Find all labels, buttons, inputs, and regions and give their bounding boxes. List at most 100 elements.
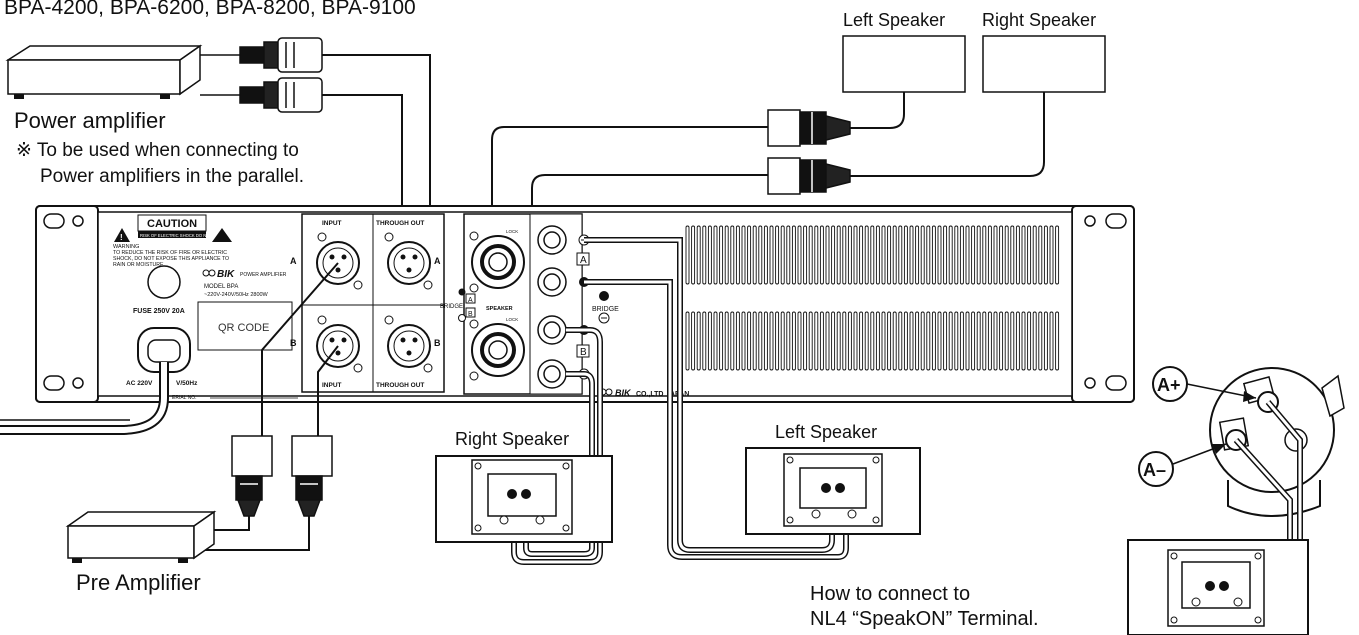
nl4-line2: NL4 “SpeakON” Terminal. (810, 608, 1039, 630)
vent-slot (920, 225, 925, 285)
vent-slot (859, 225, 864, 285)
vent-slot (769, 225, 774, 285)
vent-slot (735, 311, 740, 371)
terminal-b-marker: B (580, 347, 587, 358)
vent-slot (819, 225, 824, 285)
power-amp-xlr-plugs (200, 37, 323, 113)
vent-slot (853, 311, 858, 371)
vent-slot (982, 311, 987, 371)
pre-amp-cable-a (200, 516, 250, 531)
vent-slot (948, 225, 953, 285)
vent-slot (713, 311, 718, 371)
nl4-speaker-box (1127, 539, 1309, 635)
vent-slot (887, 311, 892, 371)
vent-slot (971, 225, 976, 285)
vent-slot (747, 311, 752, 371)
speakon-cable-b (531, 174, 768, 330)
a-plus-label: A+ (1157, 375, 1181, 395)
vent-slot (1055, 311, 1060, 371)
vent-slot (976, 311, 981, 371)
vent-slot (730, 225, 735, 285)
vent-slot (836, 225, 841, 285)
vent-slot (786, 311, 791, 371)
vent-slot (752, 225, 757, 285)
vent-slot (993, 311, 998, 371)
vent-slot (1004, 311, 1009, 371)
speakon-jacks (469, 231, 525, 381)
xlr-pins (329, 254, 418, 356)
spec-text: ~220V-240V/50Hz 2800W (204, 292, 269, 298)
brand-footer-company: CO.,LTD (636, 391, 663, 398)
vent-slot (881, 311, 886, 371)
speakon-cable-right-top (850, 92, 1045, 177)
vent-slot (1032, 225, 1037, 285)
left-speaker-top-box (842, 35, 966, 93)
brand-block: BIK POWER AMPLIFIER MODEL BPA ~220V-240V… (197, 269, 293, 351)
vent-slot (976, 225, 981, 285)
vent-slot (814, 311, 819, 371)
vent-slot (836, 311, 841, 371)
right-speaker-bottom-label: Right Speaker (455, 429, 569, 449)
vent-slot (937, 225, 942, 285)
speakon-cable-left-top (850, 92, 905, 129)
input-cable-a (261, 262, 339, 438)
vent-slot (1055, 225, 1060, 285)
caution-subtext: RISK OF ELECTRIC SHOCK DO NOT OPEN (140, 233, 225, 238)
vent-slot (1021, 225, 1026, 285)
right-speaker-top-box (982, 35, 1106, 93)
vent-slot (948, 311, 953, 371)
vent-slot (775, 225, 780, 285)
vent-slot (831, 311, 836, 371)
binding-posts (537, 225, 567, 389)
vent-slot (724, 225, 729, 285)
vent-slot (909, 225, 914, 285)
left-speaker-top-label: Left Speaker (843, 10, 945, 30)
vent-slot (864, 225, 869, 285)
warning-line3: RAIN OR MOISTURE (113, 262, 164, 268)
vent-slot (752, 311, 757, 371)
vent-slot (707, 225, 712, 285)
vent-slot (808, 225, 813, 285)
vent-slot (887, 225, 892, 285)
vent-slot (943, 225, 948, 285)
vent-slot (791, 311, 796, 371)
fuse-holder (147, 265, 181, 299)
svg-text:A: A (468, 297, 473, 304)
vent-slot (898, 225, 903, 285)
vent-slot (915, 225, 920, 285)
vent-slot (870, 225, 875, 285)
qr-code-box (197, 301, 293, 351)
speaker-label-mid: SPEAKER (486, 306, 513, 312)
vent-slot (987, 311, 992, 371)
vent-slot (993, 225, 998, 285)
vent-slot (959, 225, 964, 285)
vent-slot (763, 225, 768, 285)
input-label-bottom: INPUT (322, 382, 342, 389)
vent-slot (853, 225, 858, 285)
vent-slot (786, 225, 791, 285)
vent-slot (999, 311, 1004, 371)
vent-slot (713, 225, 718, 285)
vent-slot (903, 311, 908, 371)
vent-slot (741, 225, 746, 285)
vent-slot (1004, 225, 1009, 285)
vent-slot (875, 311, 880, 371)
power-amplifier-label: Power amplifier (14, 108, 166, 133)
vent-slot (1038, 225, 1043, 285)
vent-slot (819, 311, 824, 371)
left-speaker-bottom-box (745, 447, 921, 535)
right-speaker-top-label: Right Speaker (982, 10, 1096, 30)
vent-slot (999, 225, 1004, 285)
vent-slot (842, 311, 847, 371)
pre-amp-xlr-plugs (231, 435, 333, 517)
vent-slot (920, 311, 925, 371)
vent-slot (892, 225, 897, 285)
pre-amplifier-label: Pre Amplifier (76, 570, 201, 595)
vent-slot (1032, 311, 1037, 371)
vent-slot (702, 225, 707, 285)
vent-slot (696, 225, 701, 285)
vent-slot (915, 311, 920, 371)
vent-slot (909, 311, 914, 371)
through-out-label-top: THROUGH OUT (376, 220, 424, 227)
